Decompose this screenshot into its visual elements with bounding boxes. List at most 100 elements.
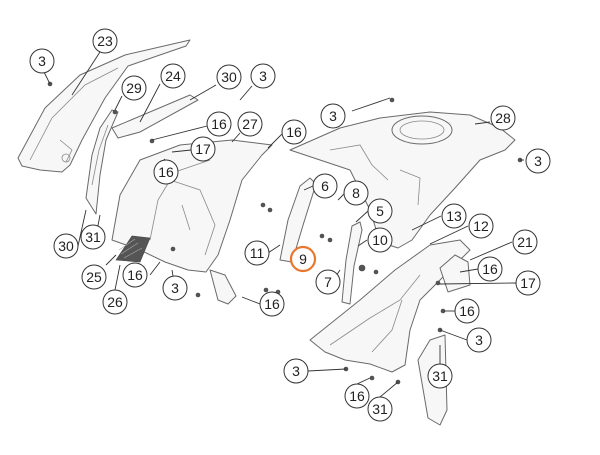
callout-circle (53, 233, 79, 259)
callout-28: 16 (477, 256, 503, 282)
callout-circle (122, 262, 148, 288)
callout-label: 3 (475, 332, 483, 348)
callout-16: 5 (367, 198, 393, 224)
callout-33: 16 (454, 298, 480, 324)
callout-circle (312, 173, 338, 199)
callout-3: 24 (160, 63, 186, 89)
callout-circle (281, 119, 307, 145)
callout-8: 16 (281, 119, 307, 145)
callout-label: 16 (211, 116, 227, 132)
callout-19: 30 (53, 233, 79, 259)
callout-circle (477, 256, 503, 282)
callout-label: 21 (517, 234, 533, 250)
callout-29: 3 (162, 275, 188, 301)
inner-side-panel (85, 109, 119, 215)
callout-label: 12 (473, 218, 489, 234)
callout-label: 5 (376, 203, 384, 219)
callout-circle (466, 327, 492, 353)
callout-circle (315, 269, 341, 295)
callout-label: 28 (495, 110, 511, 126)
callout-circle (206, 111, 232, 137)
callout-36: 31 (427, 363, 453, 389)
callout-circle-highlighted (289, 245, 317, 273)
leader-lines (43, 51, 524, 398)
callout-label: 3 (38, 53, 46, 69)
callout-5: 3 (250, 63, 276, 89)
callout-circle (81, 264, 107, 290)
callout-label: 29 (126, 80, 142, 96)
front-inner-cover (111, 139, 273, 273)
callout-14: 6 (312, 173, 338, 199)
callout-circle (454, 298, 480, 324)
callout-27: 7 (315, 269, 341, 295)
callout-label: 7 (324, 274, 332, 290)
callout-2: 29 (121, 75, 147, 101)
callout-circle (512, 229, 538, 255)
callout-circle (250, 63, 276, 89)
callout-layer: 3 23 29 24 30 3 16 27 16 3 28 3 17 16 6 … (29, 28, 551, 422)
callout-label: 16 (286, 124, 302, 140)
callout-circle (367, 396, 393, 422)
callout-circle (237, 111, 263, 137)
callout-label: 6 (321, 178, 329, 194)
callout-0: 3 (29, 48, 55, 74)
callout-circle (525, 148, 551, 174)
callout-23: 10 (367, 227, 393, 253)
callout-label: 30 (58, 238, 74, 254)
callout-37: 16 (344, 383, 370, 409)
callout-circle (468, 213, 494, 239)
callout-label: 16 (459, 303, 475, 319)
callout-circle (515, 270, 541, 296)
callout-circle (153, 159, 179, 185)
callout-6: 16 (206, 111, 232, 137)
callout-label: 11 (250, 245, 265, 261)
callout-label: 3 (534, 153, 542, 169)
callout-circle (343, 180, 369, 206)
callout-circle (80, 224, 106, 250)
callout-38: 31 (367, 396, 393, 422)
callout-circle (367, 198, 393, 224)
callout-label: 17 (520, 275, 536, 291)
callout-circle (441, 203, 467, 229)
callout-32: 16 (259, 291, 285, 317)
callout-circle (490, 105, 516, 131)
callout-label: 24 (165, 68, 181, 84)
callout-10: 28 (490, 105, 516, 131)
callout-11: 3 (525, 148, 551, 174)
callout-circle (121, 75, 147, 101)
callout-label: 16 (158, 164, 174, 180)
callout-9: 3 (320, 103, 346, 129)
callout-circle (216, 64, 242, 90)
callout-label: 13 (446, 208, 462, 224)
callout-4: 30 (216, 64, 242, 90)
callout-label: 3 (329, 108, 337, 124)
callout-label: 3 (259, 68, 267, 84)
callout-label: 16 (482, 261, 498, 277)
callout-30: 17 (515, 270, 541, 296)
callout-label: 31 (372, 401, 388, 417)
callout-25: 25 (81, 264, 107, 290)
part-drawings (17, 39, 523, 426)
callout-circle (259, 291, 285, 317)
callout-21: 11 (244, 240, 270, 266)
callout-34: 3 (466, 327, 492, 353)
callout-label: 16 (127, 267, 143, 283)
callout-12: 17 (190, 136, 216, 162)
callout-17: 13 (441, 203, 467, 229)
callout-label: 27 (242, 116, 258, 132)
callout-22: 9 (289, 245, 317, 273)
callout-24: 21 (512, 229, 538, 255)
trim-strip (111, 94, 199, 139)
callout-15: 8 (343, 180, 369, 206)
callout-label: 25 (86, 269, 102, 285)
callout-circle (102, 289, 128, 315)
callout-13: 16 (153, 159, 179, 185)
callout-label: 3 (171, 280, 179, 296)
callout-label: 26 (107, 294, 123, 310)
callout-circle (427, 363, 453, 389)
callout-circle (92, 28, 118, 54)
tank-cover (289, 111, 516, 249)
callout-35: 3 (283, 358, 309, 384)
callout-label: 31 (85, 229, 101, 245)
